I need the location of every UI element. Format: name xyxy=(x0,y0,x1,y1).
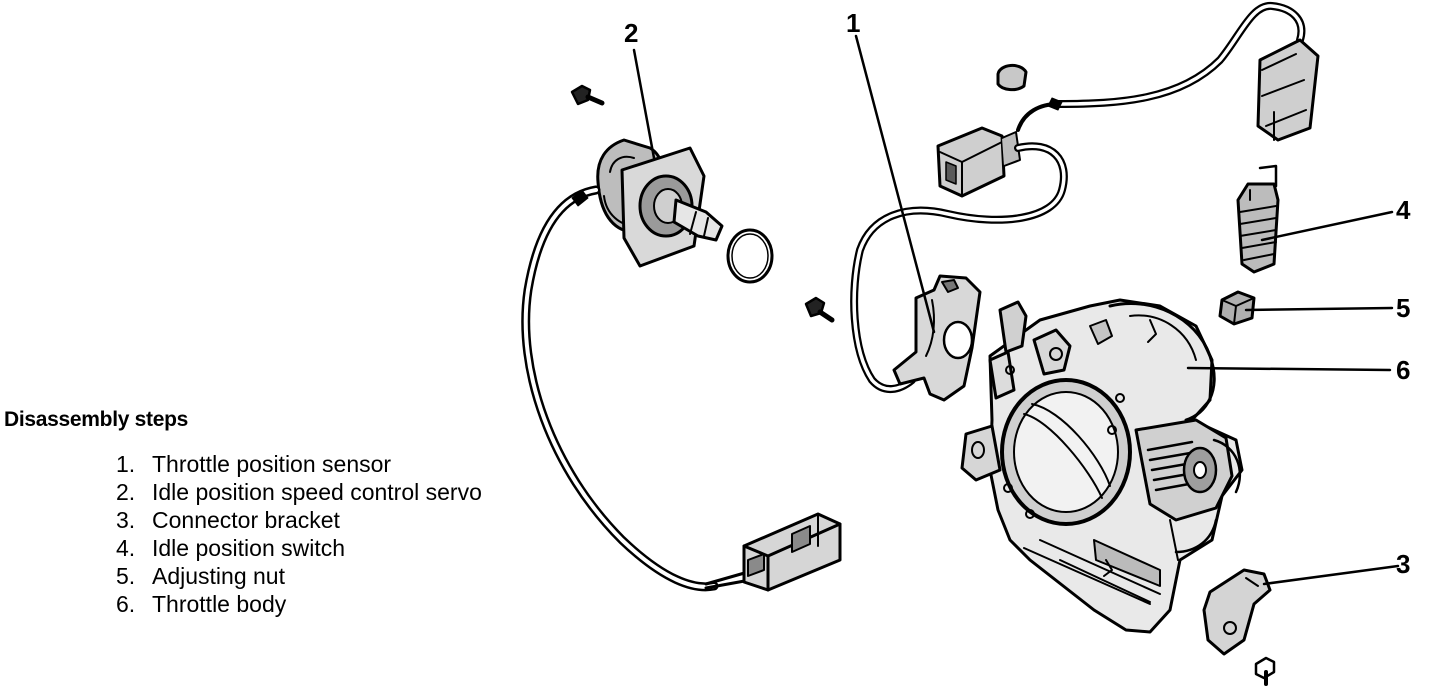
idle-speed-control-servo xyxy=(521,84,842,592)
step-item: 3. Connector bracket xyxy=(116,506,482,534)
connector-bracket xyxy=(1202,568,1276,686)
step-label: Adjusting nut xyxy=(152,563,285,589)
callout-2: 2 xyxy=(624,18,638,48)
step-number: 3. xyxy=(116,507,136,533)
callout-numbers: 1 2 3 4 5 6 xyxy=(624,8,1411,579)
bracket-screw xyxy=(1254,656,1276,686)
switch-connector xyxy=(1256,38,1320,142)
throttle-position-sensor xyxy=(804,64,1068,402)
legend-title: Disassembly steps xyxy=(4,408,189,431)
step-label: Connector bracket xyxy=(152,507,340,533)
step-item: 4. Idle position switch xyxy=(116,534,482,562)
step-label: Throttle body xyxy=(152,591,287,617)
throttle-body xyxy=(960,298,1244,634)
idle-position-switch xyxy=(1016,2,1320,274)
step-label: Idle position switch xyxy=(152,535,346,561)
step-number: 6. xyxy=(116,591,136,617)
servo-screw xyxy=(570,84,605,106)
servo-harness-connector xyxy=(742,512,842,592)
step-label: Throttle position sensor xyxy=(152,451,392,477)
adjusting-nut xyxy=(1218,290,1256,326)
disassembly-steps-list: 1. Throttle position sensor 2. Idle positi… xyxy=(116,450,482,618)
tps-connector xyxy=(936,126,1021,198)
step-number: 5. xyxy=(116,563,136,589)
step-item: 1. Throttle position sensor xyxy=(116,450,482,478)
step-number: 2. xyxy=(116,479,136,505)
leader-lines xyxy=(632,34,1400,586)
callout-4: 4 xyxy=(1396,195,1411,225)
callout-1: 1 xyxy=(846,8,860,38)
step-item: 6. Throttle body xyxy=(116,590,482,618)
step-item: 5. Adjusting nut xyxy=(116,562,482,590)
step-label: Idle position speed control servo xyxy=(152,479,482,505)
step-number: 4. xyxy=(116,535,136,561)
callout-3: 3 xyxy=(1396,549,1410,579)
callout-5: 5 xyxy=(1396,293,1410,323)
step-item: 2. Idle position speed control servo xyxy=(116,478,482,506)
callout-6: 6 xyxy=(1396,355,1410,385)
switch-body xyxy=(1236,164,1280,274)
step-number: 1. xyxy=(116,451,136,477)
tps-screw xyxy=(804,296,835,323)
